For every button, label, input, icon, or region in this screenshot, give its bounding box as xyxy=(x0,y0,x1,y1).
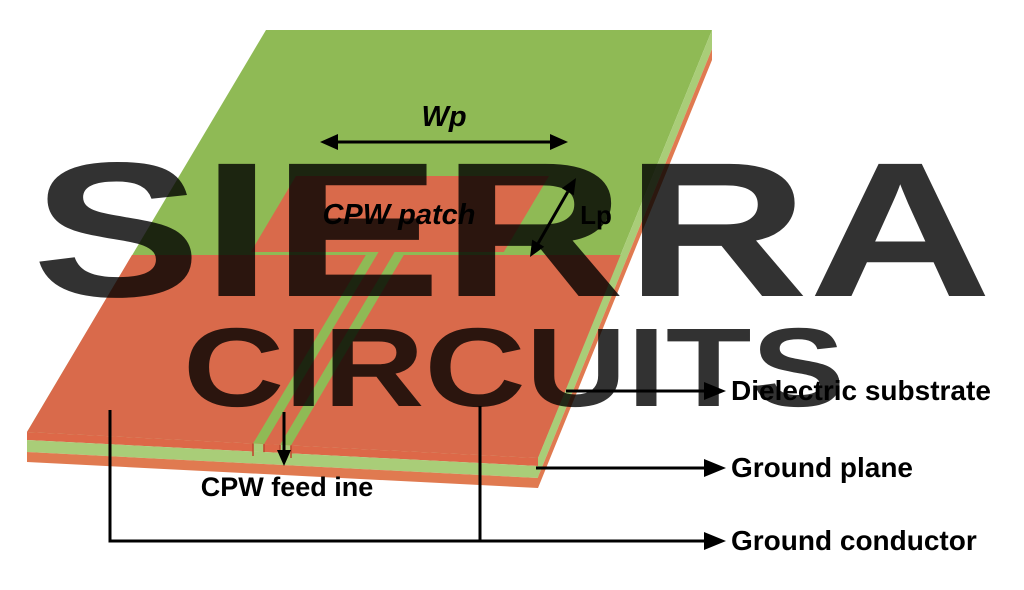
lp-dimension: Lp xyxy=(530,178,612,257)
ground-conductor-callout: Ground conductor xyxy=(108,406,977,556)
watermark: SIERRA CIRCUITS xyxy=(32,122,992,430)
gap-cut-edges xyxy=(252,443,292,458)
dielectric-label: Dielectric substrate xyxy=(731,375,991,406)
board xyxy=(27,30,712,488)
annotations: Wp Lp CPW patch CPW feed ine Dielectric … xyxy=(108,101,991,556)
watermark-line2: CIRCUITS xyxy=(183,305,845,430)
ground-plane-arrowhead xyxy=(704,459,726,477)
lp-arrowhead-bottom xyxy=(530,239,545,257)
feed-arrowhead xyxy=(277,450,291,466)
gap-cut-left xyxy=(253,443,264,453)
cpw-patch xyxy=(250,176,550,252)
ground-plane-label: Ground plane xyxy=(731,452,913,483)
lp-label: Lp xyxy=(580,200,612,230)
ground-conductor-label: Ground conductor xyxy=(731,525,977,556)
substrate-side-right xyxy=(538,30,712,477)
wp-arrowhead-left xyxy=(320,134,338,150)
ground-conductor-leader xyxy=(108,410,704,543)
lp-arrowhead-top xyxy=(561,178,576,196)
wp-dimension: Wp xyxy=(320,101,568,150)
cpw-patch-label: CPW patch xyxy=(322,199,475,231)
wp-label: Wp xyxy=(421,101,466,133)
watermark-line1: SIERRA xyxy=(32,122,992,337)
dielectric-callout: Dielectric substrate xyxy=(566,375,991,406)
wp-arrowhead-right xyxy=(550,134,568,150)
cpw-feed-line xyxy=(264,252,395,445)
lp-dimension-line xyxy=(536,191,570,244)
feed-callout: CPW feed ine xyxy=(201,412,374,502)
dielectric-arrowhead xyxy=(704,382,726,400)
ground-plane-callout: Ground plane xyxy=(536,452,913,483)
ground-plane-right xyxy=(538,49,712,488)
feed-label: CPW feed ine xyxy=(201,472,374,502)
ground-conductor-arrowhead xyxy=(704,532,726,550)
ground-plane-front xyxy=(27,452,538,488)
